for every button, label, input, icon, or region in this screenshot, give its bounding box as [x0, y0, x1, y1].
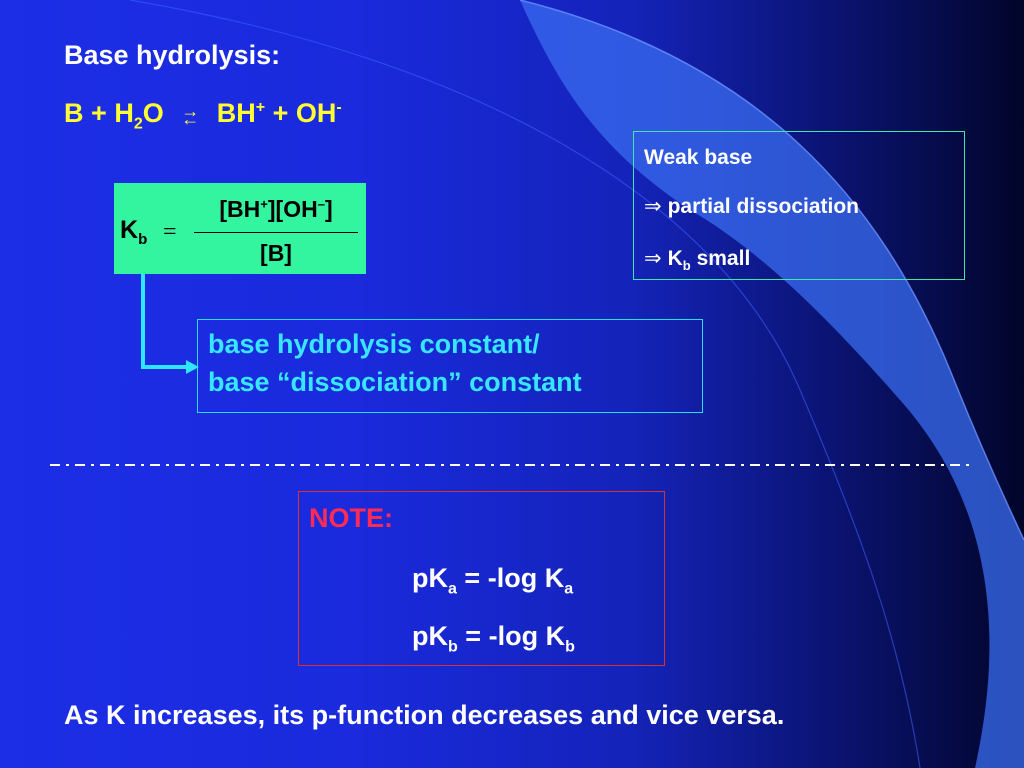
section-divider	[50, 464, 975, 466]
slide-title: Base hydrolysis:	[64, 40, 281, 70]
note-heading: NOTE:	[309, 503, 393, 533]
water-h: H	[114, 98, 134, 128]
plus-sign: +	[272, 98, 289, 128]
kb-small-line: ⇒Kb small	[644, 246, 751, 274]
product-oh: OH	[295, 98, 337, 128]
hydrolysis-constant-box: base hydrolysis constant/ base “dissocia…	[197, 319, 703, 413]
bh-charge: +	[255, 99, 266, 116]
note-box: NOTE: pKa = -log Ka pKb = -log Kb	[298, 491, 665, 666]
equals-sign: =	[163, 219, 177, 245]
kb-symbol: Kb	[120, 216, 148, 248]
implies-arrow-icon: ⇒	[644, 194, 662, 218]
kb-formula-box: Kb = [BH+][OH–] [B]	[114, 183, 366, 274]
oh-charge: -	[336, 99, 342, 116]
formula-numerator: [BH+][OH–]	[219, 196, 333, 222]
formula-denominator: [B]	[260, 240, 292, 266]
plus-sign: +	[91, 98, 107, 128]
reactant-base: B	[64, 98, 84, 128]
hydrolysis-equation: B + H2O → ← BH+ + OH-	[64, 98, 342, 133]
water-o: O	[142, 98, 164, 128]
slide-footer: As K increases, its p-function decreases…	[64, 700, 785, 730]
implies-arrow-icon: ⇒	[644, 246, 662, 270]
partial-dissociation-line: ⇒partial dissociation	[644, 194, 859, 218]
equilibrium-arrows-icon: → ←	[181, 100, 200, 129]
weak-base-box: Weak base ⇒partial dissociation ⇒Kb smal…	[633, 131, 965, 280]
hydrolysis-line-2: base “dissociation” constant	[208, 367, 582, 397]
product-bh: BH	[216, 98, 256, 128]
weak-base-label: Weak base	[644, 146, 753, 169]
fraction-bar	[194, 232, 358, 233]
hydrolysis-line-1: base hydrolysis constant/	[208, 329, 540, 359]
water-subscript: 2	[133, 115, 143, 133]
pkb-formula: pKb = -log Kb	[412, 621, 575, 656]
pka-formula: pKa = -log Ka	[412, 563, 574, 598]
